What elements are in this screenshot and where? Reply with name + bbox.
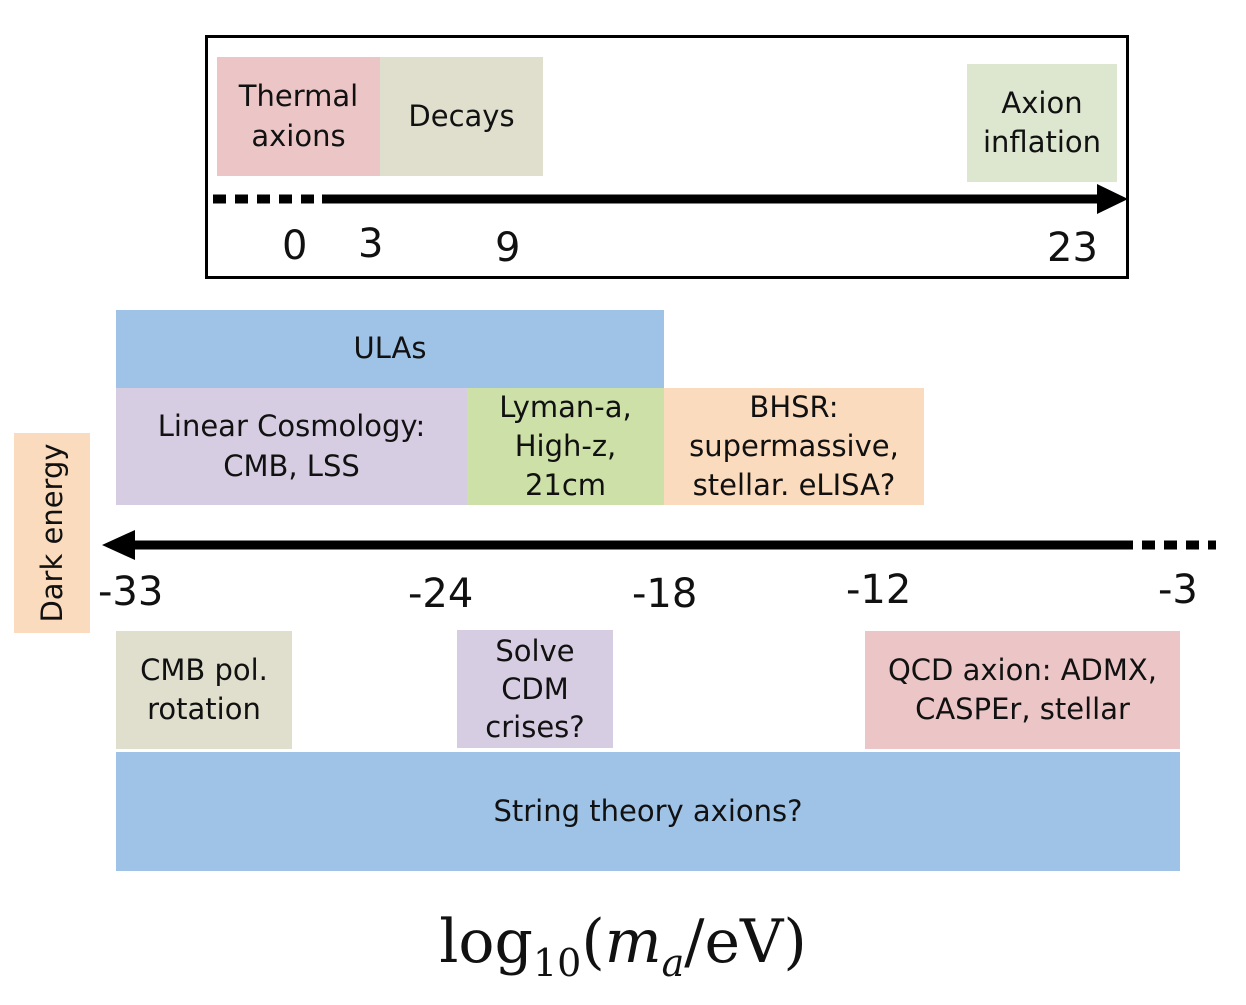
axis-label-formula: log10(ma/eV) [0,900,1246,985]
ulas-box: ULAs [116,310,664,388]
cmb-pol-rotation-box: CMB pol. rotation [116,631,292,749]
main-arrow [102,530,1216,560]
top-tick-0: 0 [282,223,308,269]
top-tick-9: 9 [495,225,521,271]
lyman-line-3: 21cm [524,468,607,503]
qcd-axion-line-2: CASPEr, stellar [915,692,1130,726]
solve-cdm-line-3: crises? [485,710,585,745]
formula-log: log [439,907,533,977]
ulas-line-1: ULAs [353,331,427,366]
linear-cosmology-box: Linear Cosmology: CMB, LSS [116,388,467,505]
decays-line-1: Decays [408,98,515,133]
string-theory-box: String theory axions? [116,752,1180,871]
solve-cdm-line-1: Solve [495,633,575,668]
thermal-axions-box: Thermal axions [217,57,380,176]
top-tick-23: 23 [1047,225,1098,271]
top-panel-frame [205,35,1129,279]
bhsr-line-1: BHSR: [749,389,839,424]
string-theory-line-1: String theory axions? [493,793,803,828]
main-tick-minus-33: -33 [98,569,164,615]
formula-m-subscript: a [661,941,685,985]
qcd-axion-box: QCD axion: ADMX, CASPEr, stellar [865,631,1180,749]
main-arrow-head [102,530,135,560]
main-tick-minus-12: -12 [846,567,912,613]
main-tick-minus-24: -24 [408,571,474,617]
lyman-line-2: High-z, [514,428,617,463]
thermal-axions-line-1: Thermal [238,79,359,114]
linear-cosmology-line-1: Linear Cosmology: [157,409,426,444]
axion-inflation-line-1: Axion [1001,85,1083,120]
qcd-axion-line-1: QCD axion: ADMX, [887,652,1157,687]
axion-inflation-line-2: inflation [982,125,1102,159]
bhsr-line-3: stellar. eLISA? [692,468,896,503]
cmb-pol-line-1: CMB pol. [140,652,268,687]
decays-box: Decays [380,57,543,176]
lyman-box: Lyman-a, High-z, 21cm [467,388,664,505]
main-tick-minus-18: -18 [632,571,698,617]
cmb-pol-line-2: rotation [147,692,261,726]
dark-energy-box: Dark energy [14,433,90,633]
main-tick-minus-3: -3 [1158,567,1198,613]
formula-unit: /eV) [684,907,807,977]
axion-inflation-box: Axion inflation [967,64,1117,182]
formula-m: m [604,907,662,977]
top-tick-3: 3 [358,221,384,267]
solve-cdm-line-2: CDM [501,671,569,706]
linear-cosmology-line-2: CMB, LSS [223,448,360,483]
solve-cdm-box: Solve CDM crises? [457,630,613,748]
formula-log-subscript: 10 [532,941,582,985]
bhsr-box: BHSR: supermassive, stellar. eLISA? [664,388,924,505]
bhsr-line-2: supermassive, [689,428,899,463]
thermal-axions-line-2: axions [251,118,346,153]
lyman-line-1: Lyman-a, [499,389,632,424]
formula-open-paren: ( [581,907,605,977]
formula-mass: ma [604,907,685,985]
top-arrow [213,184,1128,214]
top-arrow-head [1097,184,1128,214]
